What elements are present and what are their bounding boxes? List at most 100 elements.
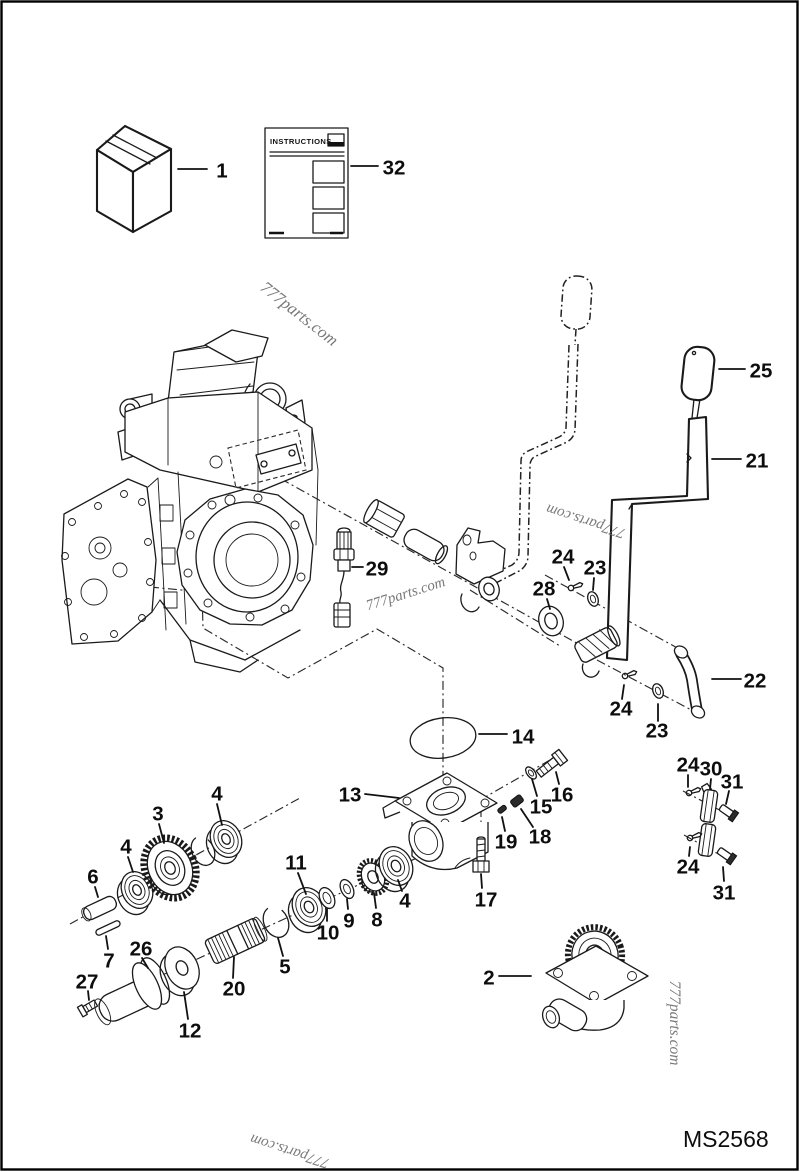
engine-assembly — [61, 329, 319, 673]
plug-18 — [510, 794, 524, 808]
callout-17: 17 — [475, 889, 498, 912]
gear-3 — [140, 834, 200, 902]
roll-pin-7 — [95, 920, 121, 936]
callout-20: 20 — [223, 978, 246, 1001]
shaft-26 — [94, 957, 171, 1026]
callout-28: 28 — [533, 578, 556, 601]
callout-leader-7 — [105, 935, 109, 950]
housing-13 — [382, 772, 498, 871]
callout-23: 23 — [584, 557, 607, 580]
sensor-wire — [339, 570, 345, 604]
callout-14: 14 — [512, 726, 535, 749]
washer-12 — [159, 946, 200, 997]
callout-10: 10 — [317, 922, 340, 945]
callout-leader-6 — [94, 886, 99, 898]
callout-leader-27 — [87, 990, 90, 1001]
callout-leader-4 — [216, 803, 223, 826]
callout-leader-4 — [127, 856, 134, 873]
washer-15 — [525, 766, 537, 780]
callout-leader-3 — [158, 823, 165, 844]
callout-leader-30 — [709, 778, 712, 790]
callout-25: 25 — [750, 360, 773, 383]
callout-leader-18 — [520, 808, 534, 828]
callout-leader-17 — [480, 873, 483, 889]
callout-8: 8 — [371, 909, 382, 932]
washer-10 — [318, 886, 336, 910]
knob-25 — [680, 345, 716, 402]
callout-23: 23 — [646, 720, 669, 743]
callout-leader-31 — [722, 866, 725, 882]
callout-leader-12 — [183, 991, 189, 1020]
pin-31a — [718, 804, 740, 823]
callout-31: 31 — [721, 771, 744, 794]
washer-23b — [651, 683, 665, 699]
callout-4: 4 — [120, 836, 132, 859]
cotter-pin-24c — [684, 785, 703, 798]
callout-leader-11 — [297, 872, 307, 895]
callout-leader-24 — [688, 846, 691, 857]
callout-leader-20 — [232, 956, 235, 979]
shaft-coupling — [363, 499, 449, 565]
callout-22: 22 — [744, 670, 767, 693]
callout-3: 3 — [152, 803, 163, 826]
callout-2: 2 — [483, 967, 494, 990]
callout-leader-19 — [501, 816, 506, 832]
ghost-lever — [455, 275, 593, 613]
knob-stem — [691, 398, 701, 419]
bearing-4-right — [374, 846, 414, 893]
callout-12: 12 — [179, 1020, 202, 1043]
pin-19 — [497, 804, 507, 814]
callout-leader-15 — [531, 778, 538, 797]
pin-31b — [716, 847, 738, 866]
washer-23a — [586, 591, 600, 607]
callout-24: 24 — [610, 698, 633, 721]
watermark: 777parts.com — [248, 1130, 331, 1171]
callout-29: 29 — [366, 558, 389, 581]
callout-24: 24 — [552, 546, 575, 569]
callout-32: 32 — [383, 157, 406, 180]
instructions-sheet: INSTRUCTIONS — [264, 127, 349, 239]
callout-31: 31 — [713, 882, 736, 905]
pressure-switch-29 — [333, 527, 355, 628]
packaging-box — [95, 124, 173, 234]
gear-8 — [356, 858, 390, 896]
linkage-30-31 — [684, 782, 740, 866]
watermark: 777parts.com — [666, 981, 683, 1066]
callout-leader-28 — [546, 598, 551, 610]
watermark: 777parts.com — [257, 278, 342, 350]
snap-ring-5 — [262, 905, 290, 939]
link-22 — [673, 645, 706, 719]
watermarks: 777parts.com777parts.com777parts.com777p… — [248, 278, 683, 1172]
callout-leader-16 — [555, 771, 560, 785]
diagram-code: MS2568 — [683, 1126, 769, 1152]
lever-21 — [574, 345, 716, 678]
callout-leader-5 — [277, 937, 284, 957]
callout-27: 27 — [76, 971, 99, 994]
bolt-16 — [535, 748, 569, 778]
callout-9: 9 — [343, 910, 354, 933]
o-ring-14 — [409, 717, 477, 759]
callout-24: 24 — [677, 754, 700, 777]
splined-shaft-20 — [204, 916, 268, 964]
callout-18: 18 — [529, 826, 552, 849]
callout-leader-24 — [621, 684, 625, 700]
callout-leader-23 — [592, 577, 595, 591]
callout-leader-4 — [397, 879, 403, 892]
screw-27 — [76, 999, 99, 1018]
callout-11: 11 — [285, 852, 307, 875]
pin-6 — [81, 895, 118, 922]
callout-leader-13 — [364, 793, 400, 799]
callout-13: 13 — [339, 784, 362, 807]
washer-9 — [339, 878, 355, 900]
callout-15: 15 — [530, 796, 553, 819]
callout-19: 19 — [495, 831, 518, 854]
instructions-title: INSTRUCTIONS — [270, 137, 332, 146]
callout-1: 1 — [216, 160, 227, 183]
callout-leader-24 — [563, 566, 570, 581]
bearing-4-left — [116, 871, 154, 916]
ring-28 — [538, 605, 564, 637]
